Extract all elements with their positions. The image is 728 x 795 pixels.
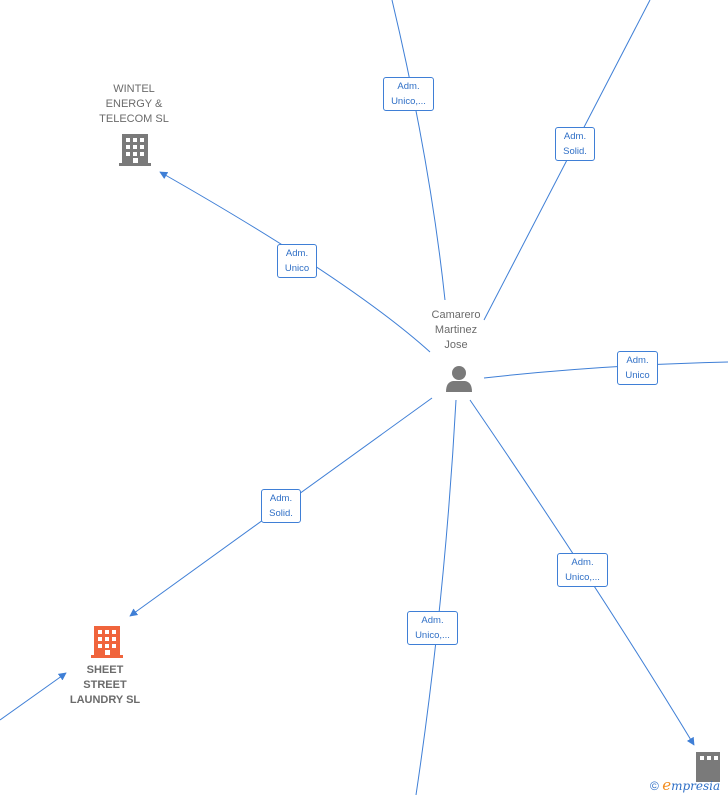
person-name[interactable]: Camarero Martinez Jose — [431, 309, 481, 351]
building-icon-highlight — [91, 626, 123, 658]
edge-line-bottom — [415, 399, 457, 795]
building-icon — [119, 134, 151, 166]
company-name-sheet-street[interactable]: SHEET STREET LAUNDRY SL — [69, 664, 141, 706]
building-icon-partial — [696, 752, 720, 782]
edge-line-top-left — [391, 0, 446, 301]
edge-line-wintel — [159, 171, 431, 353]
edge-label-top-left[interactable]: Adm. Unico,... — [383, 77, 434, 111]
edge-line-sheet-in — [0, 672, 67, 721]
copyright-icon: © — [650, 779, 659, 793]
edge-label-wintel[interactable]: Adm. Unico — [277, 244, 317, 278]
company-name-wintel[interactable]: WINTEL ENERGY & TELECOM SL — [99, 83, 169, 125]
person-icon — [446, 366, 472, 392]
edge-label-right[interactable]: Adm. Unico — [617, 351, 658, 385]
copyright-brand[interactable]: © empresia — [650, 776, 720, 794]
brand-logo: empresia — [662, 776, 721, 794]
edge-label-bottom[interactable]: Adm. Unico,... — [407, 611, 458, 645]
edge-label-bottom-right[interactable]: Adm. Unico,... — [557, 553, 608, 587]
edge-label-sheet-street[interactable]: Adm. Solid. — [261, 489, 301, 523]
edge-line-right — [483, 361, 728, 379]
edge-label-top-right[interactable]: Adm. Solid. — [555, 127, 595, 161]
